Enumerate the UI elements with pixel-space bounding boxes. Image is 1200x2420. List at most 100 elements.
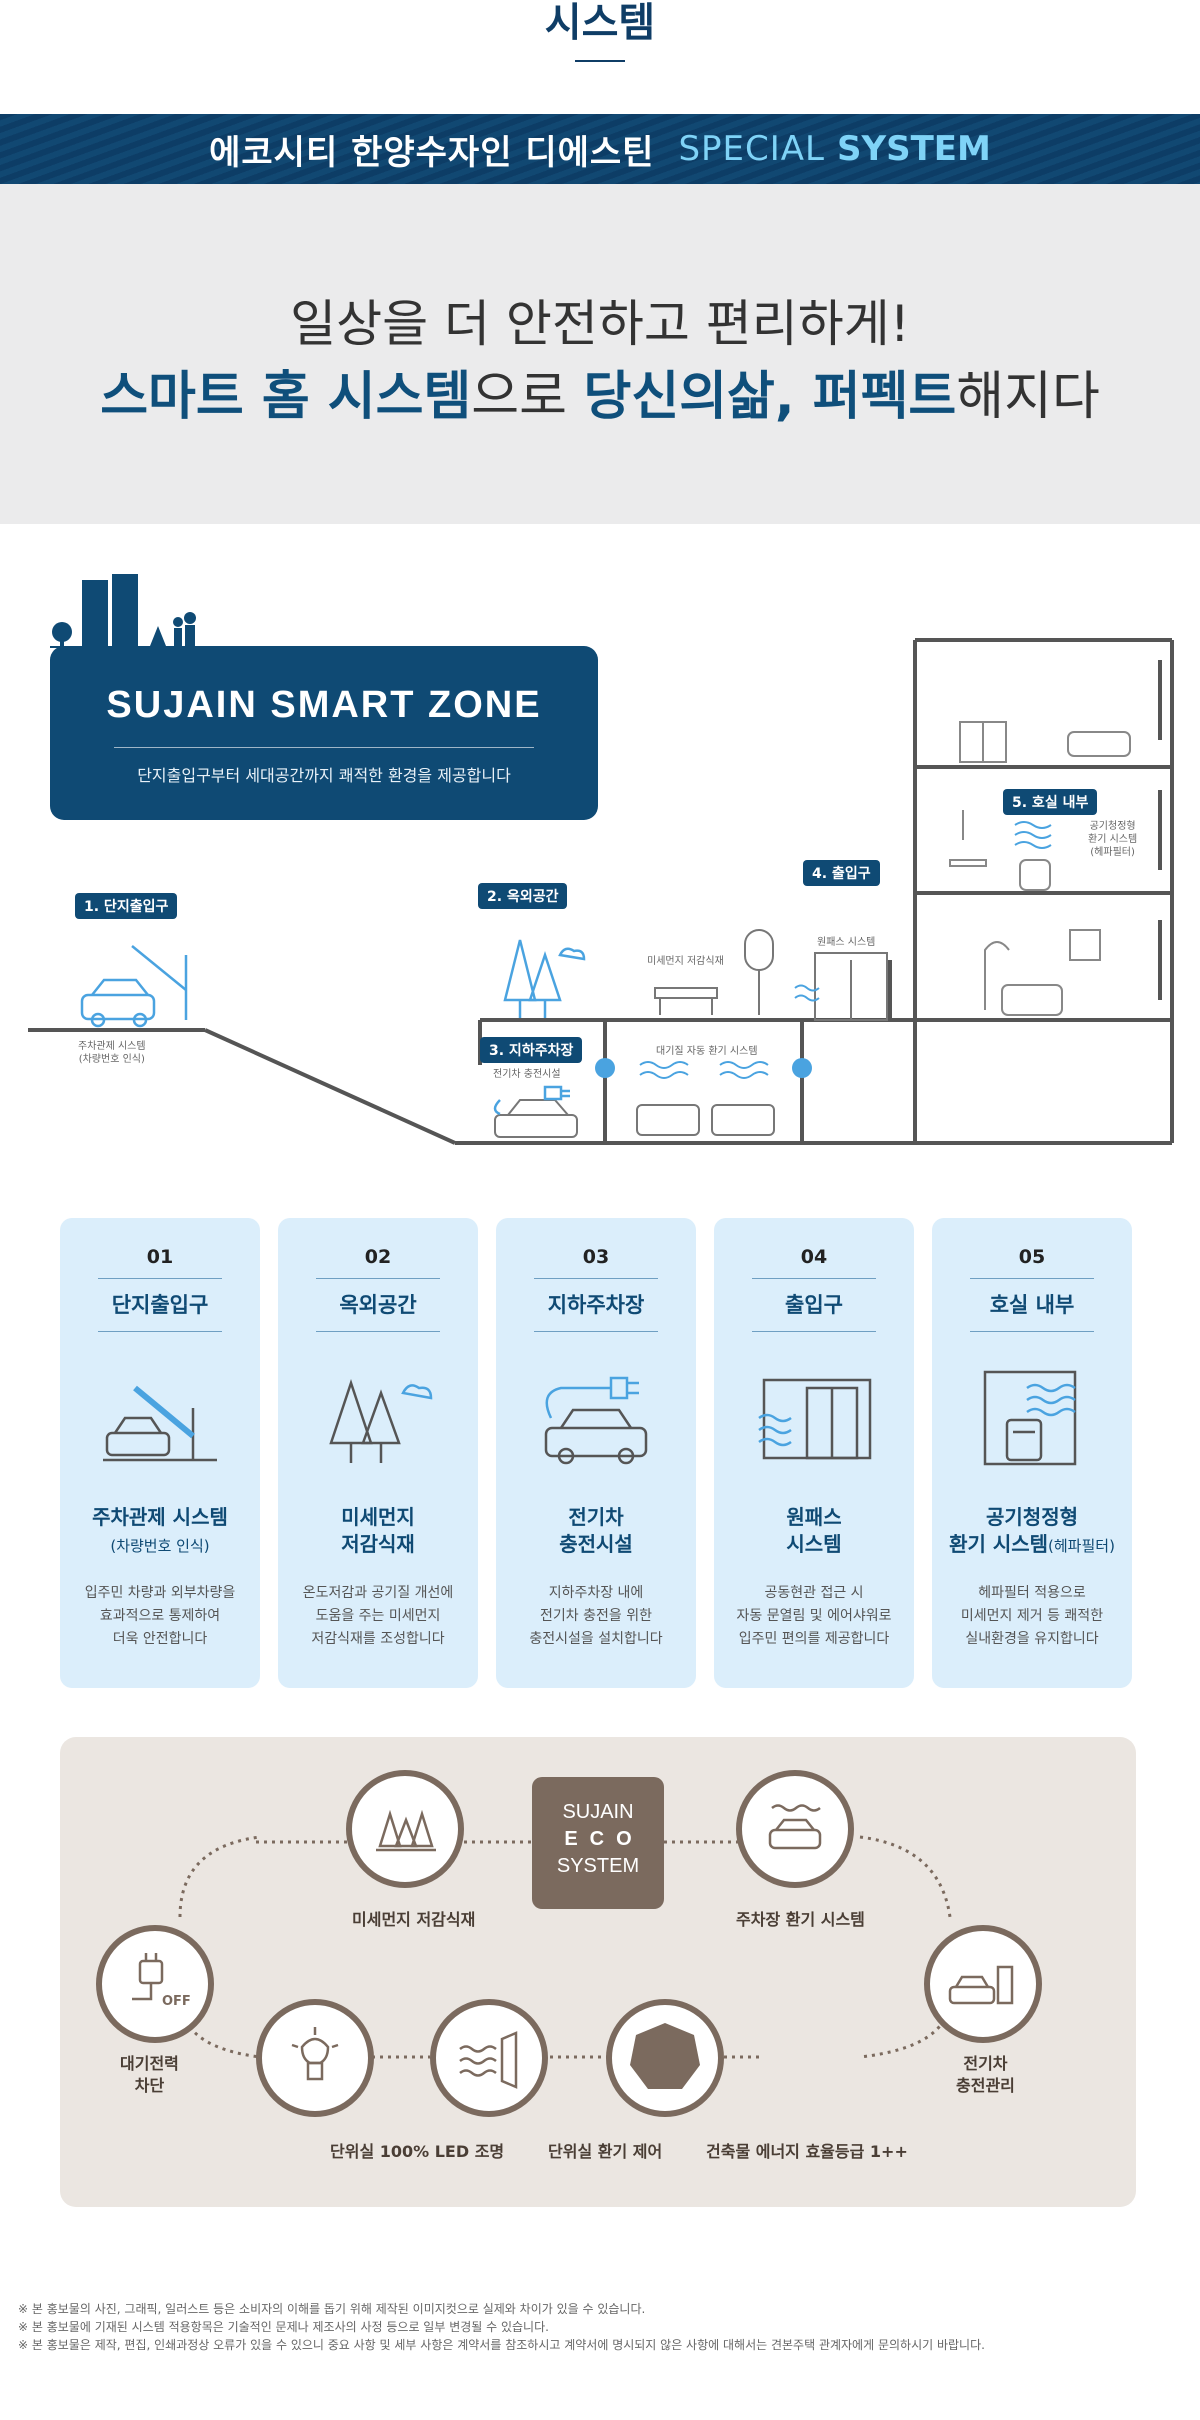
smart-zone-box: SUJAIN SMART ZONE 단지출입구부터 세대공간까지 쾌적한 환경을… bbox=[50, 646, 598, 820]
footnote-line: ※ 본 홍보물의 사진, 그래픽, 일러스트 등은 소비자의 이해를 돕기 위해… bbox=[18, 2302, 646, 2316]
card-desc-line: 온도저감과 공기질 개선에 bbox=[302, 1585, 454, 1601]
car-vent-icon bbox=[768, 1804, 822, 1850]
card-number: 02 bbox=[364, 1246, 392, 1268]
card-divider bbox=[970, 1331, 1094, 1332]
card-divider bbox=[752, 1278, 876, 1279]
card-divider bbox=[98, 1278, 222, 1279]
note-air-system: 대기질 자동 환기 시스템 bbox=[656, 1046, 758, 1057]
card-underground: 03 지하주차장 전기차 충전시설 지하주차장 내에 전기차 충전을 위한 충전… bbox=[496, 1218, 696, 1688]
title-divider bbox=[575, 60, 625, 62]
headline-highlight-2: 당신의삶, 퍼펙트 bbox=[583, 367, 957, 427]
card-divider bbox=[534, 1331, 658, 1332]
parking-gate-icon bbox=[103, 1385, 217, 1462]
card-name: 호실 내부 bbox=[989, 1293, 1075, 1317]
ev-plug-icon bbox=[493, 1085, 570, 1116]
headline-highlight-1: 스마트 홈 시스템 bbox=[100, 367, 472, 427]
tag-underground: 3. 지하주차장 bbox=[480, 1037, 583, 1063]
card-divider bbox=[534, 1278, 658, 1279]
eco-center-badge: SUJAIN ECO SYSTEM bbox=[532, 1777, 664, 1909]
ev-charger-icon bbox=[544, 1376, 648, 1465]
card-title: 미세먼지 저감식재 bbox=[278, 1504, 478, 1560]
tag-unit-interior: 5. 호실 내부 bbox=[1003, 789, 1098, 815]
card-number: 05 bbox=[1018, 1246, 1046, 1268]
vent-wave-icon bbox=[459, 2031, 518, 2089]
card-desc-line: 효과적으로 통제하여 bbox=[99, 1608, 221, 1625]
eco-system-panel: SUJAIN ECO SYSTEM OFF bbox=[60, 1737, 1136, 2207]
card-title-sub: (차량번호 인식) bbox=[110, 1537, 210, 1555]
card-number: 01 bbox=[146, 1246, 174, 1268]
energy-badge-icon bbox=[630, 2023, 700, 2089]
card-desc-line: 입주민 편의를 제공합니다 bbox=[738, 1631, 890, 1648]
card-title-main: 원패스 bbox=[786, 1505, 842, 1529]
headline-line-1: 일상을 더 안전하고 편리하게! bbox=[290, 295, 910, 353]
onepass-door-icon bbox=[814, 952, 888, 1021]
tag-entrance: 1. 단지출입구 bbox=[75, 893, 178, 919]
headline-line-2: 스마트 홈 시스템으로 당신의삶, 퍼펙트해지다 bbox=[0, 354, 1200, 429]
eco-label-ev-2: 충전관리 bbox=[956, 2075, 1015, 2095]
card-desc-line: 저감식재를 조성합니다 bbox=[311, 1631, 445, 1648]
eco-center-line-2: ECO bbox=[564, 1828, 644, 1850]
eco-node-led bbox=[256, 1999, 374, 2117]
card-title-main: 시스템 bbox=[786, 1532, 842, 1556]
eco-label-standby-2: 차단 bbox=[134, 2075, 165, 2095]
eco-label-ev-1: 전기차 bbox=[963, 2054, 1008, 2073]
footnotes: ※ 본 홍보물의 사진, 그래픽, 일러스트 등은 소비자의 이해를 돕기 위해… bbox=[18, 2300, 985, 2354]
card-title-main: 충전시설 bbox=[559, 1532, 633, 1556]
card-desc-line: 입주민 차량과 외부차량을 bbox=[84, 1585, 236, 1601]
eco-center-line-1: SUJAIN bbox=[562, 1801, 634, 1823]
headline-text-4: 해지다 bbox=[956, 367, 1100, 427]
smart-zone-subtitle: 단지출입구부터 세대공간까지 쾌적한 환경을 제공합니다 bbox=[137, 766, 511, 785]
eco-node-ev bbox=[924, 1925, 1042, 2043]
ground-lines bbox=[28, 638, 1174, 1145]
note-vent-3: (헤파필터) bbox=[1090, 847, 1135, 858]
tree-icon bbox=[329, 1379, 433, 1463]
eco-label-fine-dust: 미세먼지 저감식재 bbox=[352, 1910, 476, 1929]
underground-car-icons bbox=[494, 1099, 775, 1138]
card-name: 옥외공간 bbox=[339, 1293, 417, 1317]
card-desc-line: 실내환경을 유지합니다 bbox=[965, 1631, 1099, 1648]
card-title-main: 미세먼지 bbox=[341, 1505, 415, 1529]
eco-label-energy: 건축물 에너지 효율등급 1++ bbox=[706, 2142, 908, 2161]
card-divider bbox=[316, 1278, 440, 1279]
headline-section: 일상을 더 안전하고 편리하게! 스마트 홈 시스템으로 당신의삶, 퍼펙트해지… bbox=[0, 184, 1200, 524]
card-unit-interior: 05 호실 내부 공기청정형 환기 시스템(헤파필터) 헤파필터 적용으로 미세… bbox=[932, 1218, 1132, 1688]
card-description: 입주민 차량과 외부차량을 효과적으로 통제하여 더욱 안전합니다 bbox=[60, 1582, 260, 1651]
card-title: 주차관제 시스템 (차량번호 인식) bbox=[60, 1504, 260, 1560]
card-description: 온도저감과 공기질 개선에 도움을 주는 미세먼지 저감식재를 조성합니다 bbox=[278, 1582, 478, 1651]
card-name: 지하주차장 bbox=[547, 1293, 645, 1317]
note-parking-control-1: 주차관제 시스템 bbox=[78, 1041, 146, 1052]
card-title: 공기청정형 환기 시스템(헤파필터) bbox=[932, 1504, 1132, 1560]
card-description: 헤파필터 적용으로 미세먼지 제거 등 쾌적한 실내환경을 유지합니다 bbox=[932, 1582, 1132, 1651]
bench-icon bbox=[654, 929, 774, 1015]
card-title-main: 전기차 bbox=[568, 1505, 624, 1529]
card-entryway: 04 출입구 원패스 시스템 공동현관 접근 시 자동 문열림 및 에어샤워로 … bbox=[714, 1218, 914, 1688]
note-fine-dust: 미세먼지 저감식재 bbox=[647, 956, 724, 967]
footnote-line: ※ 본 홍보물에 기재된 시스템 적용항목은 기술적인 문제나 제조사의 사정 … bbox=[18, 2320, 549, 2334]
footnote-line: ※ 본 홍보물은 제작, 편집, 인쇄과정상 오류가 있을 수 있으니 중요 사… bbox=[18, 2338, 985, 2352]
card-divider bbox=[316, 1331, 440, 1332]
card-desc-line: 자동 문열림 및 에어샤워로 bbox=[736, 1608, 892, 1625]
eco-node-parking-vent bbox=[736, 1770, 854, 1888]
banner: 에코시티 한양수자인 디에스틴 SPECIAL SYSTEM bbox=[0, 114, 1200, 184]
note-vent-1: 공기청정형 bbox=[1089, 821, 1136, 832]
card-divider bbox=[970, 1278, 1094, 1279]
smart-zone-title: SUJAIN SMART ZONE bbox=[106, 684, 542, 726]
eco-node-energy bbox=[606, 1999, 724, 2117]
card-name: 단지출입구 bbox=[111, 1293, 209, 1317]
tree-icon bbox=[376, 1809, 436, 1852]
card-desc-line: 공동현관 접근 시 bbox=[764, 1585, 864, 1601]
page-title: 시스템 bbox=[544, 0, 656, 46]
note-parking-control: 주차관제 시스템 (차량번호 인식) bbox=[78, 1040, 146, 1066]
eco-center-line-3: SYSTEM bbox=[556, 1855, 640, 1877]
smart-zone-diagram bbox=[28, 574, 1174, 1145]
system-cards: 01 단지출입구 주차관제 시스템 (차량번호 인식) 입주민 차량과 외부차량… bbox=[60, 1218, 1136, 1690]
eco-label-standby-1: 대기전력 bbox=[120, 2054, 179, 2073]
note-vent-2: 환기 시스템 bbox=[1088, 834, 1138, 845]
card-title-main: 환기 시스템 bbox=[949, 1532, 1049, 1556]
note-ev-charge: 전기차 충전시설 bbox=[493, 1069, 561, 1080]
banner-system-text: SYSTEM bbox=[837, 129, 991, 169]
card-description: 공동현관 접근 시 자동 문열림 및 에어샤워로 입주민 편의를 제공합니다 bbox=[714, 1582, 914, 1651]
air-wave-icons bbox=[639, 821, 1052, 1079]
card-desc-line: 헤파필터 적용으로 bbox=[978, 1585, 1086, 1601]
card-divider bbox=[752, 1331, 876, 1332]
